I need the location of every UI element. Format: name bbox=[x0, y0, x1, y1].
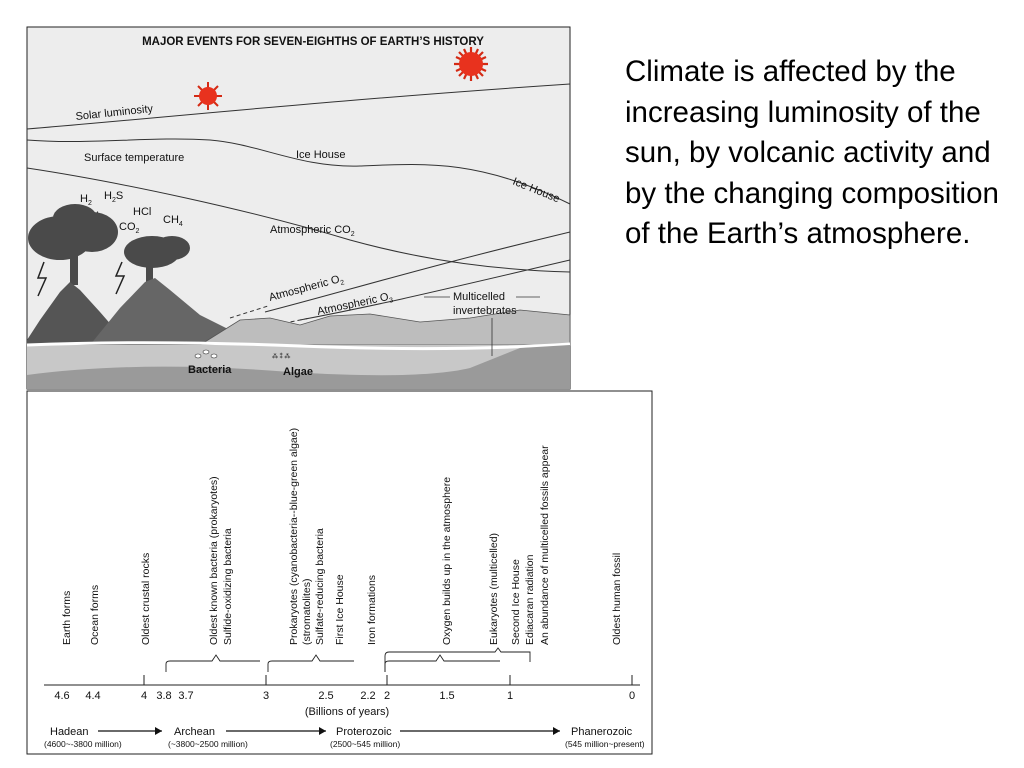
eon-range: (~3800~2500 million) bbox=[168, 739, 248, 749]
eon-name: Archean bbox=[174, 726, 215, 738]
eon-range: (2500~545 million) bbox=[330, 739, 400, 749]
event-label: Iron formations bbox=[366, 575, 378, 645]
hills-middle bbox=[198, 309, 571, 346]
axis-tick-label: 4.4 bbox=[85, 690, 100, 702]
axis-tick-label: 4.6 bbox=[54, 690, 69, 702]
event-bracket bbox=[165, 654, 260, 672]
axis-tick-label: 4 bbox=[141, 690, 147, 702]
events-layer: Earth forms Ocean forms Oldest crustal roc… bbox=[61, 428, 623, 645]
event-label: Oldest human fossil bbox=[611, 553, 623, 645]
atmospheric-o2-curve bbox=[264, 231, 571, 313]
solar-luminosity-curve bbox=[26, 83, 571, 130]
svg-text:H2: H2 bbox=[80, 193, 92, 207]
axis-tick-label: 0 bbox=[629, 690, 635, 702]
axis-tick-label: 3 bbox=[263, 690, 269, 702]
eon-name: Hadean bbox=[50, 726, 89, 738]
eon-arrowhead-icon bbox=[553, 727, 560, 735]
event-label: An abundance of multicelled fossils appe… bbox=[539, 445, 551, 645]
timeline-panel bbox=[26, 390, 653, 755]
figure-title: MAJOR EVENTS FOR SEVEN-EIGHTHS OF EARTH’… bbox=[142, 36, 484, 48]
event-label: (stromatolites) bbox=[301, 578, 313, 645]
atmospheric-co2-curve bbox=[26, 167, 571, 273]
eon-arrowhead-icon bbox=[319, 727, 326, 735]
large-sun-icon bbox=[454, 47, 488, 81]
volcanic-clouds-icon bbox=[28, 204, 190, 285]
event-label: Earth forms bbox=[61, 591, 73, 645]
event-label: First Ice House bbox=[334, 574, 346, 645]
svg-text:CH4: CH4 bbox=[163, 214, 183, 228]
volcano-right bbox=[90, 278, 230, 345]
eon-arrowhead-icon bbox=[155, 727, 162, 735]
ice-house-label-1: Ice House bbox=[296, 149, 346, 161]
axis-tick-label: 3.7 bbox=[178, 690, 193, 702]
bacteria-icon bbox=[194, 349, 218, 359]
event-label: Sulfide-oxidizing bacteria bbox=[222, 528, 234, 645]
axis-label: (Billions of years) bbox=[305, 706, 389, 718]
axis-tick-label: 3.8 bbox=[156, 690, 171, 702]
multicelled-label-2: invertebrates bbox=[453, 305, 517, 317]
axis-tick-label: 2.2 bbox=[360, 690, 375, 702]
eon-bar: Hadean(4600~-3800 million) Archean(~3800~… bbox=[44, 726, 645, 749]
eon-name: Proterozoic bbox=[336, 726, 392, 738]
event-label: Ediacaran radiation bbox=[524, 554, 536, 645]
axis-tick-label: 1.5 bbox=[439, 690, 454, 702]
event-label: Oldest known bacteria (prokaryotes) bbox=[208, 476, 220, 645]
event-label: Oldest crustal rocks bbox=[140, 553, 152, 645]
axis-tick-label: 2.5 bbox=[318, 690, 333, 702]
event-bracket bbox=[267, 654, 354, 672]
eon-name: Phanerozoic bbox=[571, 726, 633, 738]
timeline-axis: 4.6 4.4 4 3.8 3.7 3 2.5 2.2 2 1.5 1 0 bbox=[44, 647, 640, 702]
svg-text:H2S: H2S bbox=[104, 190, 123, 204]
event-bracket bbox=[384, 647, 531, 672]
algae-icon: ⁂ ⁑ ⁂ bbox=[272, 353, 290, 360]
event-label: Ocean forms bbox=[89, 585, 101, 645]
small-sun-icon bbox=[194, 82, 222, 110]
atmospheric-co2-label: Atmospheric CO2 bbox=[270, 224, 355, 238]
eon-range: (545 million~present) bbox=[565, 739, 645, 749]
event-label: Eukaryotes (multicelled) bbox=[488, 533, 500, 645]
lightning-icon bbox=[36, 261, 126, 297]
seafloor bbox=[27, 345, 570, 389]
surface-temperature-label: Surface temperature bbox=[84, 152, 184, 164]
caption-text: Climate is affected by the increasing lu… bbox=[625, 55, 999, 250]
event-label: Oxygen builds up in the atmosphere bbox=[441, 477, 453, 645]
event-label: Prokaryotes (cyanobacteria--blue-green a… bbox=[288, 428, 300, 645]
multicelled-label-1: Multicelled bbox=[453, 291, 505, 303]
svg-text:CO2: CO2 bbox=[119, 221, 140, 235]
axis-tick-label: 2 bbox=[384, 690, 390, 702]
svg-text:HCl: HCl bbox=[133, 206, 151, 218]
axis-tick-label: 1 bbox=[507, 690, 513, 702]
svg-text:⁂ ⁑ ⁂: ⁂ ⁑ ⁂ bbox=[272, 353, 290, 360]
event-label: Sulfate-reducing bacteria bbox=[314, 528, 326, 645]
event-label: Second Ice House bbox=[510, 559, 522, 645]
eon-range: (4600~-3800 million) bbox=[44, 739, 122, 749]
algae-label: Algae bbox=[283, 366, 313, 378]
bacteria-label: Bacteria bbox=[188, 364, 232, 376]
surface-temperature-curve bbox=[26, 138, 571, 205]
atmospheric-o3-curve bbox=[299, 259, 571, 321]
